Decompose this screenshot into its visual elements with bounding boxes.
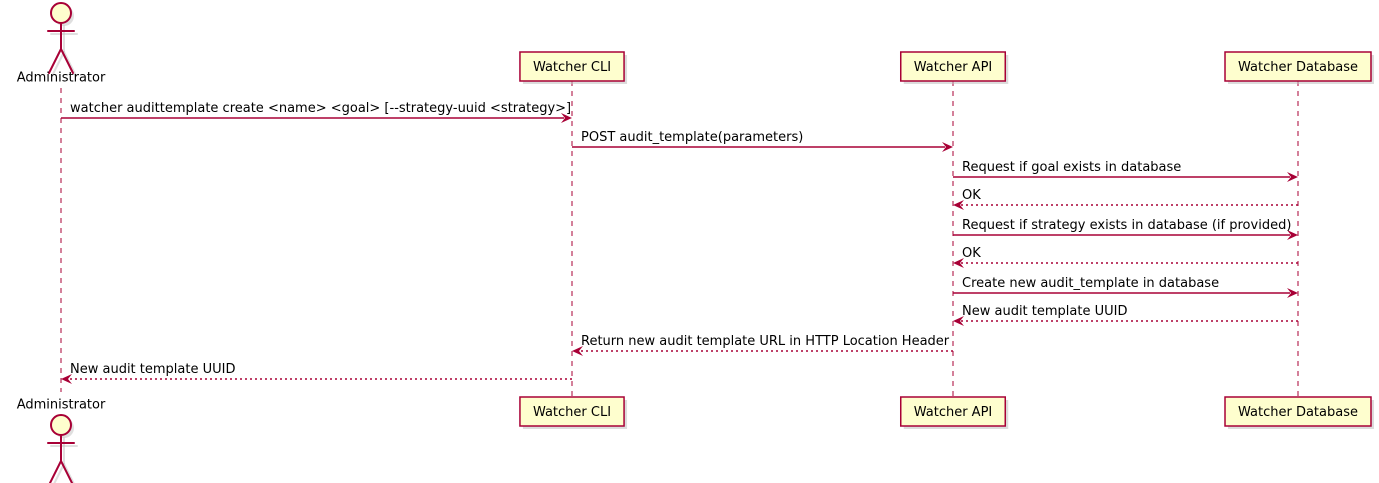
actor-label[interactable]: Administrator: [17, 71, 106, 86]
actor-administrator-top: Administrator: [17, 2, 106, 86]
messages-group: watcher audittemplate create <name> <goa…: [61, 101, 1298, 384]
participants-top-group: Administrator Watcher CLI Watcher API Watch…: [17, 2, 1374, 86]
actor-head-icon: [50, 2, 72, 24]
participant-label: Watcher CLI: [533, 405, 611, 420]
message-8: New audit template UUID: [953, 304, 1298, 326]
message-label: Request if strategy exists in database (…: [962, 218, 1291, 233]
message-6: OK: [953, 246, 1298, 268]
participant-box[interactable]: [899, 51, 1007, 82]
message-arrowhead: [953, 316, 964, 326]
participant-label: Watcher Database: [1238, 60, 1358, 75]
participant-box[interactable]: [519, 51, 625, 82]
message-arrowhead: [572, 346, 583, 356]
lifelines-group: [60, 81, 1299, 397]
participant-box[interactable]: [1224, 396, 1372, 427]
message-arrowhead: [1287, 172, 1298, 182]
message-label: Request if goal exists in database: [962, 160, 1181, 175]
participant-label: Watcher API: [914, 60, 993, 75]
participant-watcher-api-bottom: Watcher API: [899, 396, 1009, 429]
participant-box[interactable]: [899, 396, 1007, 427]
message-arrowhead: [1287, 288, 1298, 298]
message-5: Request if strategy exists in database (…: [953, 218, 1298, 240]
message-arrowhead: [561, 113, 572, 123]
message-label: POST audit_template(parameters): [581, 130, 803, 145]
participant-box[interactable]: [1224, 51, 1372, 82]
participant-label: Watcher Database: [1238, 405, 1358, 420]
message-arrowhead: [953, 200, 964, 210]
message-arrowhead: [61, 374, 72, 384]
participant-watcher-cli-top: Watcher CLI: [519, 51, 628, 84]
actor-legs: [48, 48, 74, 74]
message-label: watcher audittemplate create <name> <goa…: [70, 101, 571, 116]
message-arrowhead: [953, 258, 964, 268]
message-label: OK: [962, 246, 981, 261]
participant-label: Watcher CLI: [533, 60, 611, 75]
message-9: Return new audit template URL in HTTP Lo…: [572, 334, 953, 356]
participant-watcher-cli-bottom: Watcher CLI: [519, 396, 628, 429]
participants-bottom-group: Administrator Watcher CLI Watcher API Watch…: [17, 396, 1374, 483]
actor-head-icon: [50, 414, 72, 436]
actor-label[interactable]: Administrator: [17, 398, 106, 413]
message-10: New audit template UUID: [61, 362, 572, 384]
message-7: Create new audit_template in database: [953, 276, 1298, 298]
actor-legs-shadow: [53, 463, 75, 483]
message-arrowhead: [942, 142, 953, 152]
participant-label: Watcher API: [914, 405, 993, 420]
actor-administrator-bottom: Administrator: [17, 398, 106, 483]
participant-watcher-database-bottom: Watcher Database: [1224, 396, 1374, 429]
actor-legs: [48, 460, 74, 483]
message-1: watcher audittemplate create <name> <goa…: [61, 101, 572, 123]
message-4: OK: [953, 188, 1298, 210]
participant-watcher-database-top: Watcher Database: [1224, 51, 1374, 84]
participant-watcher-api-top: Watcher API: [899, 51, 1009, 84]
message-3: Request if goal exists in database: [953, 160, 1298, 182]
message-label: OK: [962, 188, 981, 203]
actor-legs-shadow: [51, 51, 77, 77]
participant-box[interactable]: [519, 396, 625, 427]
message-label: New audit template UUID: [70, 362, 235, 377]
message-arrowhead: [1287, 230, 1298, 240]
message-2: POST audit_template(parameters): [572, 130, 953, 152]
message-label: Return new audit template URL in HTTP Lo…: [581, 334, 950, 349]
message-label: Create new audit_template in database: [962, 276, 1219, 291]
message-label: New audit template UUID: [962, 304, 1127, 319]
